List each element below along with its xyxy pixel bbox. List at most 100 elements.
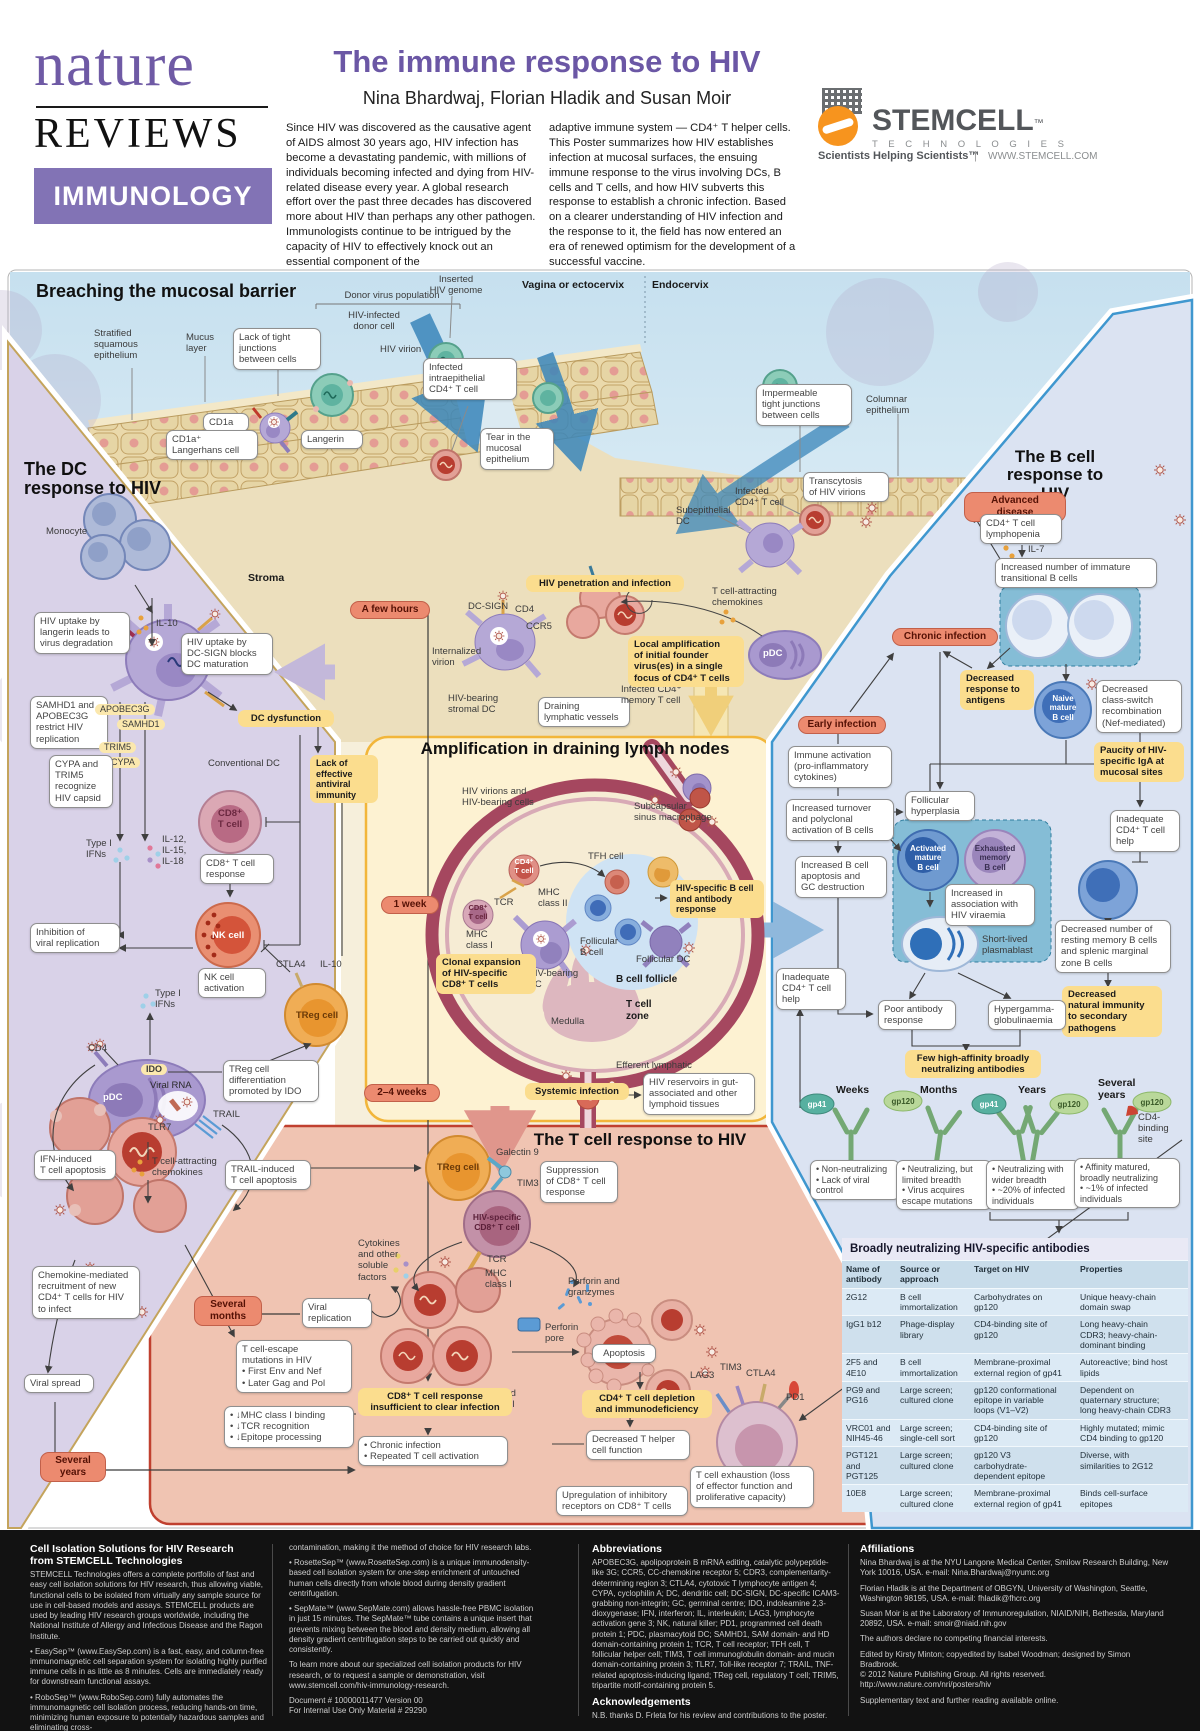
label-inserted-genome: Inserted HIV genome [429,274,483,297]
label-impermeable: Impermeable tight junctions between cell… [756,384,852,426]
label-tight-junctions: Lack of tight junctions between cells [233,328,321,370]
label-vagina: Vagina or ectocervix [522,279,625,291]
label-upregulation-inhibitory: Upregulation of inhibitory receptors on … [556,1486,688,1517]
competing-interests: The authors declare no competing financi… [860,1634,1048,1644]
col-header-properties: Properties [1080,1264,1123,1274]
label-increased-viraemia: Increased in association with HIV viraem… [945,884,1035,926]
label-cd8-node: CD8⁺ T cell [468,903,488,921]
acknowledgements-body: N.B. thanks D. Frleta for his review and… [592,1711,828,1721]
page-title: The immune response to HIV [333,44,761,79]
tag-cypa: CYPA [106,757,140,768]
footer-col1-p2: • EasySep™ (www.EasySep.com) is a fast, … [30,1646,267,1687]
label-escape-mutations: T cell-escape mutations in HIV • First E… [236,1340,352,1393]
section-title-tcell: The T cell response to HIV [533,1130,747,1149]
label-chemokines-mucosal: T cell-attracting chemokines [712,586,777,609]
label-class-switch: Decreased class-switch recombination (Ne… [1096,680,1182,733]
label-hiv-specific-cd8: HIV-specific CD8⁺ T cell [472,1212,522,1233]
label-pdc-mucosal: pDC [763,648,783,659]
label-mhc1-t: MHC class I [485,1268,512,1291]
badge-few-hours: A few hours [350,601,430,619]
stemcell-tm: ™ [1033,118,1044,130]
bullets-limited-breadth: • Neutralizing, but limited breadth • Vi… [896,1160,992,1211]
footer-col1-p3: • RoboSep™ (www.RoboSep.com) fully autom… [30,1692,264,1731]
gp120-tag: gp120 [891,1097,915,1106]
footer-stemcell-column-2: contamination, making it the method of c… [289,1543,539,1722]
label-chemokines-dc: T cell-attracting chemokines [152,1156,217,1179]
footer-col2-p4: To learn more about our specialized cell… [289,1660,522,1690]
label-mucus: Mucus layer [186,332,214,355]
label-internalized-virion: Internalized virion [432,646,482,669]
highlight-clonal-expansion: Clonal expansion of HIV-specific CD8⁺ T … [436,954,536,994]
abbreviations-title: Abbreviations [592,1543,663,1555]
label-t-zone: T cell zone [626,999,652,1022]
footer-col1-title: Cell Isolation Solutions for HIV Researc… [30,1543,234,1568]
stemcell-gear-icon [818,106,858,146]
label-follicular-dc: Follicular DC [636,954,691,965]
footer-col2-p2: • RosetteSep™ (www.RosetteSep.com) is a … [289,1558,530,1598]
label-langerhans: CD1a⁺ Langerhans cell [166,430,258,461]
affiliations-title: Affiliations [860,1543,915,1555]
label-weeks: Weeks [836,1084,870,1096]
label-suppression-cd8: Suppression of CD8⁺ T cell response [540,1161,618,1203]
label-il10-treg: IL-10 [320,959,342,970]
intro-column-1: Since HIV was discovered as the causativ… [286,122,536,269]
label-months: Months [920,1084,958,1096]
stemcell-sub: T E C H N O L O G I E S [872,138,1068,150]
footer-col2-p1: contamination, making it the method of c… [289,1543,532,1552]
label-perforin-granzymes: Perforin and granzymes [568,1276,620,1299]
highlight-natural-immunity: Decreased natural immunity to secondary … [1062,986,1162,1037]
affiliation-hladik: Florian Hladik is at the Department of O… [860,1583,1148,1603]
label-hiv-bearing-dc: HIV-bearing DC [528,968,579,990]
gp120-tag3: gp120 [1140,1098,1164,1107]
highlight-penetration: HIV penetration and infection [526,575,684,593]
label-decreased-helper: Decreased T helper cell function [586,1430,690,1461]
acknowledgements-title: Acknowledgements [592,1696,691,1709]
highlight-hiv-specific-bcell: HIV-specific B cell and antibody respons… [670,880,764,918]
label-uptake-dcsign: HIV uptake by DC-SIGN blocks DC maturati… [181,633,273,675]
footer-col1-p1: STEMCELL Technologies offers a complete … [30,1570,264,1641]
label-inadequate-help-right: Inadequate CD4⁺ T cell help [1110,810,1180,852]
label-inadequate-help-left: Inadequate CD4⁺ T cell help [776,968,846,1010]
reviews-logo: REVIEWS [34,111,242,157]
label-stroma: Stroma [248,572,285,584]
footer-affiliations-column: Affiliations Nina Bhardwaj is at the NYU… [860,1543,1170,1711]
label-stromal-dc: HIV-bearing stromal DC [448,693,499,716]
label-dcsign: DC-SIGN [468,601,509,612]
stemcell-name: STEMCELL [872,104,1034,138]
footer-abbreviations-column: Abbreviations APOBEC3G, apolipoprotein B… [592,1543,840,1726]
badge-early-infection: Early infection [798,716,886,734]
label-follicular-hyperplasia: Follicular hyperplasia [905,791,975,822]
authors: Nina Bhardwaj, Florian Hladik and Susan … [362,88,732,108]
stemcell-url[interactable]: WWW.STEMCELL.COM [988,151,1098,162]
label-donor-cell: HIV-infected donor cell [348,310,400,333]
label-type1-ifns-pdc: Type I IFNs [155,988,181,1011]
label-chronic-repeated: • Chronic infection • Repeated T cell ac… [358,1436,508,1467]
label-hiv-virion: HIV virion [380,344,422,355]
immunology-banner: IMMUNOLOGY [34,168,272,224]
label-subcapsular: Subcapsular sinus macrophage [634,801,712,824]
label-follicular-b: Follicular B cell [580,936,619,959]
intro-column-2: adaptive immune system — CD4⁺ T helper c… [549,122,796,269]
affiliation-bhardwaj: Nina Bhardwaj is at the NYU Langone Medi… [860,1558,1169,1578]
label-trail-apoptosis: TRAIL-induced T cell apoptosis [225,1160,311,1191]
label-poor-antibody: Poor antibody response [878,1000,956,1031]
section-title-mucosal: Breaching the mucosal barrier [36,281,297,301]
bullets-affinity-matured: • Affinity matured, broadly neutralizing… [1074,1158,1180,1209]
label-cd8-cell: CD8⁺ T cell [217,808,243,831]
label-treg-differentiation: TReg cell differentiation promoted by ID… [223,1060,319,1102]
label-cypa-trim5: CYPA and TRIM5 recognize HIV capsid [49,755,113,808]
label-mhc2: MHC class II [538,887,568,910]
label-il7: IL-7 [1028,544,1045,555]
highlight-decreased-response: Decreased response to antigens [960,670,1034,710]
label-infected-cd4: Infected CD4⁺ T cell [735,486,785,509]
label-ctla4-exhausted: CTLA4 [746,1368,776,1379]
highlight-systemic: Systemic infection [525,1083,629,1101]
col-header-target: Target on HIV [974,1264,1030,1274]
label-efferent: Efferent lymphatic [616,1060,692,1071]
label-nk-activation: NK cell activation [198,968,266,999]
